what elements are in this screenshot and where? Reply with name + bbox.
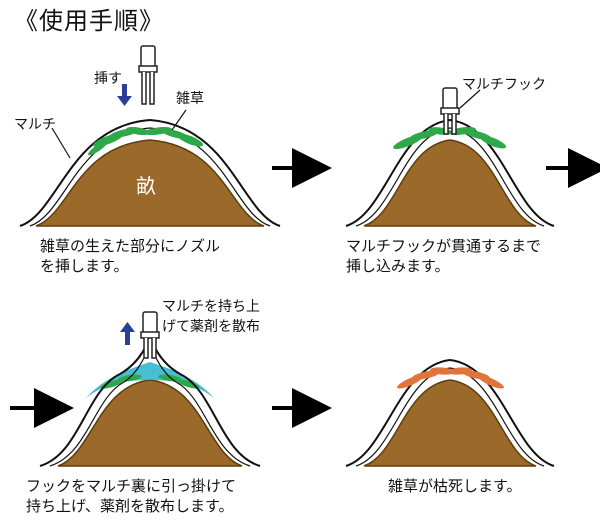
label-mulch-hook: マルチフック — [462, 77, 546, 93]
panel-step-3 — [39, 311, 261, 467]
nozzle — [440, 87, 460, 135]
mulch-film — [39, 345, 261, 467]
panel-step-2 — [345, 87, 555, 227]
soil-mound — [35, 139, 265, 227]
label-lift-line-1: マルチを持ち上 — [162, 299, 260, 315]
caption-step-3-line-2: 持ち上げ、薬剤を散布します。 — [26, 497, 234, 515]
insert-arrow — [117, 84, 132, 106]
caption-step-2-line-2: 挿し込みます。 — [346, 257, 450, 275]
soil-mound — [363, 139, 537, 227]
caption-step-1-line-1: 雑草の生えた部分にノズル — [40, 237, 221, 255]
caption-step-4-line-1: 雑草が枯死します。 — [388, 477, 522, 495]
label-field: 畝 — [136, 174, 156, 198]
label-lift-line-2: げて薬剤を散布 — [162, 319, 260, 335]
panel-step-4 — [345, 358, 555, 467]
caption-step-3-line-1: フックをマルチ裏に引っ掛けて — [26, 477, 237, 495]
nozzle — [138, 45, 158, 105]
weeds-dead — [397, 367, 504, 389]
label-mulch: マルチ — [14, 117, 56, 133]
soil-mound — [363, 379, 537, 467]
caption-step-1-line-2: を挿します。 — [40, 257, 129, 275]
caption-step-2-line-1: マルチフックが貫通するまで — [346, 237, 542, 255]
weeds-green — [88, 126, 204, 156]
lift-arrow — [120, 322, 135, 345]
label-weeds: 雑草 — [176, 91, 204, 107]
mulch-film — [345, 118, 555, 227]
panel-step-1 — [19, 45, 281, 227]
page-title: 《使用手順》 — [14, 7, 164, 35]
spray-cloud — [86, 362, 214, 398]
label-insert: 挿す — [94, 71, 122, 87]
nozzle — [140, 311, 160, 359]
mulch-film — [345, 358, 555, 467]
soil-mound — [57, 379, 243, 467]
mulch-film — [19, 118, 281, 227]
